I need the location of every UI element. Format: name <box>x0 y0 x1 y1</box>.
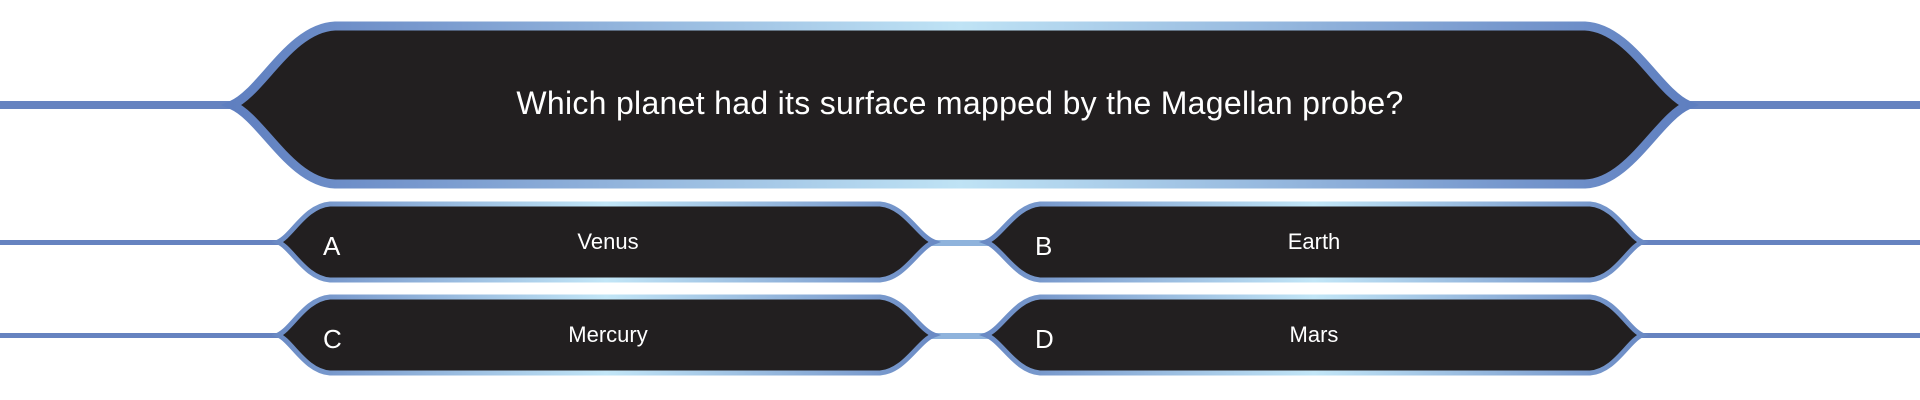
answer-b-letter: B <box>1035 230 1053 261</box>
answer-d-text: Mars <box>1289 322 1339 347</box>
answer-option-a[interactable]: A Venus <box>278 200 938 284</box>
answer-a-text: Venus <box>577 229 639 254</box>
answer-option-b[interactable]: B Earth <box>984 200 1644 284</box>
answer-option-c[interactable]: C Mercury <box>278 293 938 377</box>
answer-row2-line-right <box>1638 333 1920 338</box>
connector-lines <box>0 101 1920 339</box>
answer-c-panel[interactable] <box>271 294 942 376</box>
answer-a-letter: A <box>323 230 341 261</box>
answer-c-letter: C <box>323 323 342 354</box>
answer-b-panel[interactable] <box>978 201 1649 283</box>
answer-b-text: Earth <box>1287 229 1341 254</box>
answer-row1-line-left <box>0 240 282 245</box>
question-line-right <box>1680 101 1920 109</box>
answer-row1-line-right <box>1638 240 1920 245</box>
answer-d-panel[interactable] <box>978 294 1649 376</box>
answer-option-d[interactable]: D Mars <box>984 293 1644 377</box>
answer-a-panel[interactable] <box>271 201 942 283</box>
answer-row2-line-middle <box>930 333 990 339</box>
answer-row2-line-left <box>0 333 282 338</box>
answer-d-letter: D <box>1035 323 1054 354</box>
answer-row1-line-middle <box>930 240 990 246</box>
answer-c-text: Mercury <box>568 322 648 347</box>
question-panel <box>220 21 1700 189</box>
question-line-left <box>0 101 240 109</box>
